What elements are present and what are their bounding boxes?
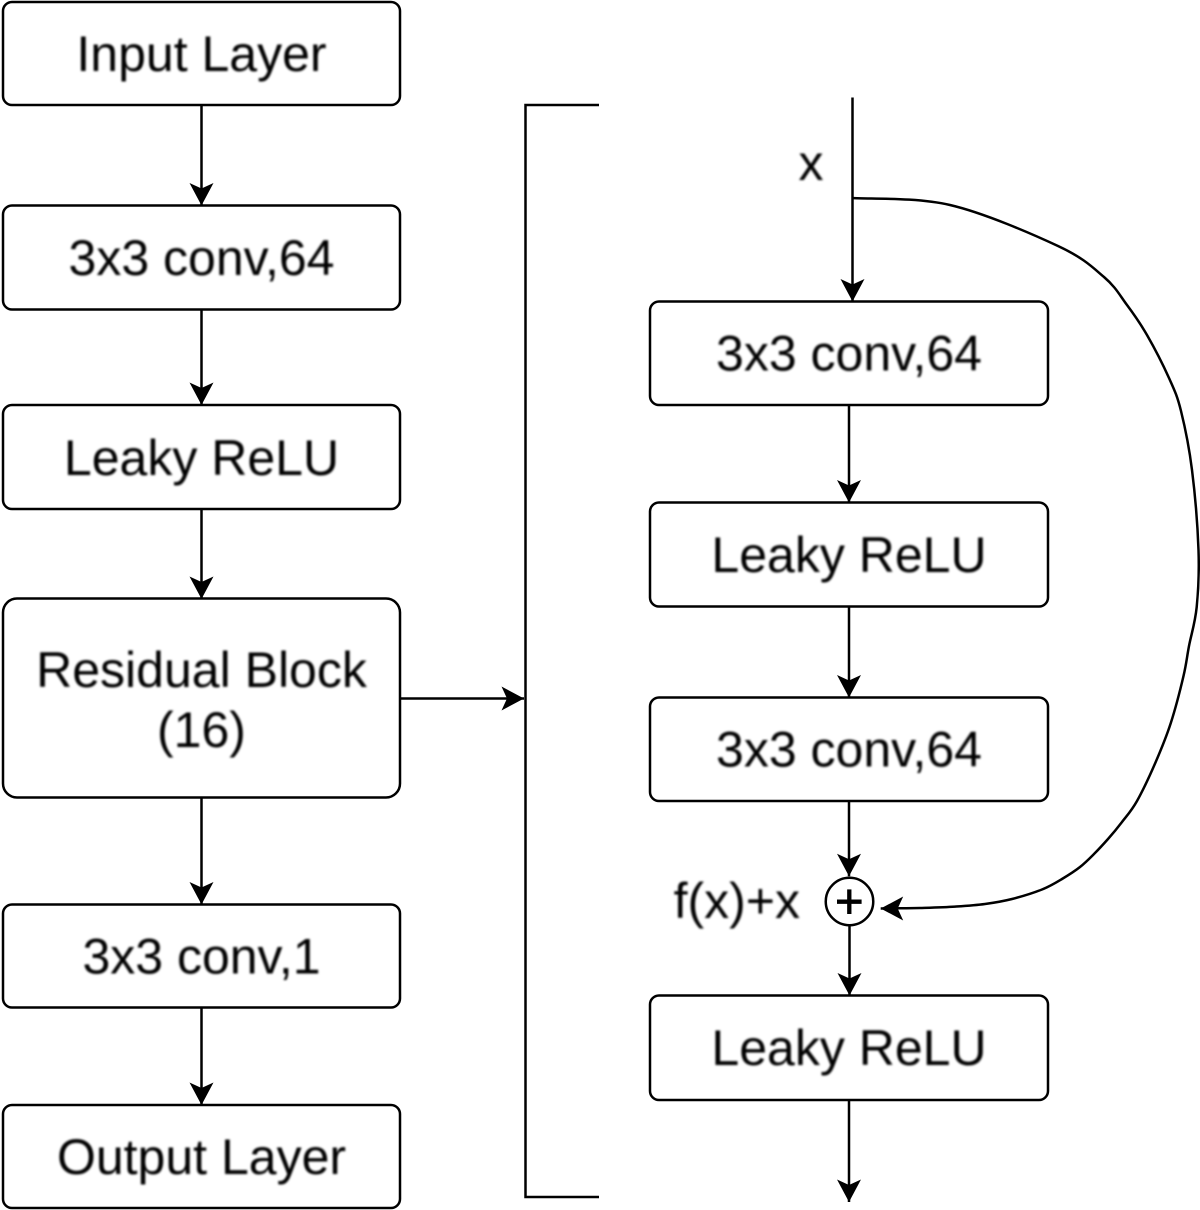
svg-text:3x3 conv,64: 3x3 conv,64 <box>69 230 335 286</box>
svg-text:f(x)+x: f(x)+x <box>674 873 800 929</box>
svg-text:Leaky ReLU: Leaky ReLU <box>711 1020 986 1076</box>
svg-text:3x3 conv,1: 3x3 conv,1 <box>82 929 320 985</box>
svg-text:3x3 conv,64: 3x3 conv,64 <box>716 722 982 778</box>
svg-text:Leaky ReLU: Leaky ReLU <box>711 527 986 583</box>
svg-text:x: x <box>799 135 824 191</box>
svg-text:3x3 conv,64: 3x3 conv,64 <box>716 326 982 382</box>
svg-text:Leaky ReLU: Leaky ReLU <box>64 430 339 486</box>
svg-text:Residual Block: Residual Block <box>36 642 368 698</box>
svg-text:Output Layer: Output Layer <box>57 1129 346 1185</box>
svg-text:(16): (16) <box>157 702 246 758</box>
svg-text:Input Layer: Input Layer <box>76 26 326 82</box>
